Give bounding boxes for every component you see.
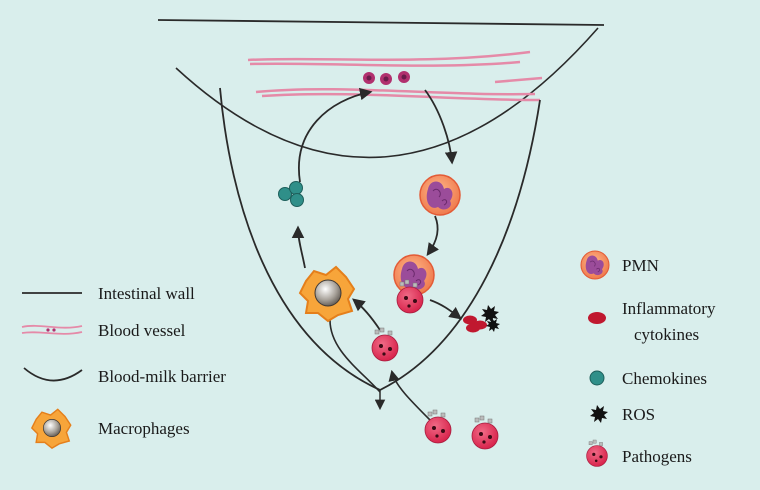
legend-label-ros: ROS (622, 405, 656, 424)
arrow-macrophage-to-chemokines (291, 225, 306, 269)
legend-label-blood-vessel: Blood vessel (98, 321, 186, 340)
blood-milk-barrier-arc (175, 27, 599, 159)
blood-vessel (247, 50, 543, 102)
legend-label-macrophages: Macrophages (98, 419, 190, 438)
legend-pmn-symbol (580, 250, 610, 280)
chemokines-cluster (278, 181, 304, 207)
legend-macrophage-symbol (30, 408, 72, 450)
legend-cytokine-symbol (588, 312, 606, 324)
arrow-macrophage-down (329, 319, 381, 393)
intestinal-wall-line (157, 19, 605, 26)
legend-chemokine-symbol (589, 370, 605, 386)
arrow-to-vessel (298, 87, 373, 183)
legend-label-blood-milk-barrier: Blood-milk barrier (98, 367, 226, 386)
legend-label-chemokines: Chemokines (622, 369, 707, 388)
arrow-pmn-to-cytokines (429, 299, 463, 320)
legend-label-pathogens: Pathogens (622, 447, 692, 466)
macrophage-cell (298, 265, 356, 323)
arrow-pmn-down (426, 215, 439, 257)
alveolus-outline (219, 87, 541, 391)
arrow-pathogen-to-macrophage (352, 298, 381, 331)
legend-blood-vessel-symbol (21, 324, 83, 335)
arrow-pathogens-up (388, 369, 431, 421)
legend-label-intestinal-wall: Intestinal wall (98, 284, 195, 303)
pathogen-bottom-2 (471, 415, 499, 450)
legend-ros-symbol (590, 405, 608, 423)
cytokines-ros-cluster (463, 305, 500, 333)
pathogen-bottom-1 (424, 409, 452, 444)
pmn-cell-upper (419, 174, 461, 216)
legend-label-pmn: PMN (622, 256, 659, 275)
legend-label-inflammatory: Inflammatory (622, 299, 716, 318)
legend-pathogen-symbol (586, 439, 608, 467)
pathogen-center (371, 327, 399, 362)
legend-label-cytokines: cytokines (634, 325, 700, 344)
blood-vessel-cells (363, 71, 410, 85)
arrow-from-vessel (424, 89, 458, 165)
legend-blood-milk-barrier-symbol (23, 367, 83, 382)
